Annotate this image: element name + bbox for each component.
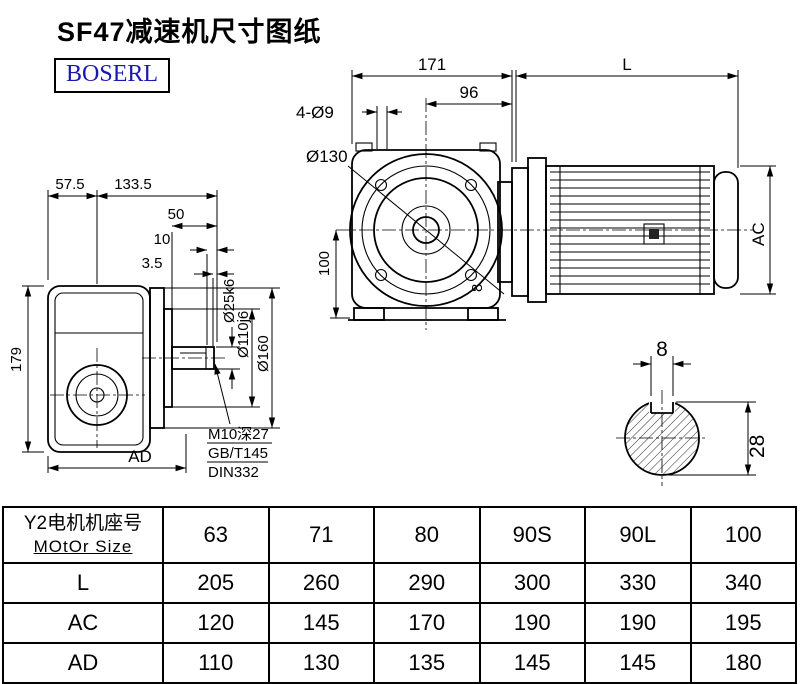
brand-logo: BOSERL [54,58,171,93]
row-label-cell: AD [2,642,164,684]
page-title: SF47减速机尺寸图纸 [57,17,322,47]
size-cell: 90S [478,506,586,564]
dim-8-label: 8 [469,284,486,292]
motor-size-label-cn: Y2电机机座号 [23,513,143,534]
value-cell: 135 [373,642,481,684]
flange-dia-label: Ø160 [255,335,272,372]
size-cell: 71 [267,506,375,564]
value-cell: 145 [267,602,375,644]
value-cell: 120 [162,602,270,644]
motor-size-label-en: MOtOr Size [33,537,133,556]
side-view-outline [47,285,228,453]
value-cell: 130 [267,642,375,684]
value-cell: 290 [373,562,481,604]
dimension-table: Y2电机机座号 MOtOr Size 63 71 80 90S 90L 100 … [2,506,797,684]
value-cell: 205 [162,562,270,604]
value-cell: 300 [478,562,586,604]
dim-179-label: 179 [8,347,25,372]
value-cell: 260 [267,562,375,604]
dim-100-label: 100 [316,251,333,276]
technical-drawing: 171 L 96 4-Ø9 Ø130 100 8 [8,55,776,486]
size-cell: 63 [162,506,270,564]
spigot-dia-label: Ø110j6 [235,311,252,358]
shaft-section-detail: 8 28 [616,338,769,486]
table-row-AD: AD 110 130 135 145 145 180 [2,642,797,684]
table-row-AC: AC 120 145 170 190 190 195 [2,602,797,644]
table-row-L: L 205 260 290 300 330 340 [2,562,797,604]
value-cell: 110 [162,642,270,684]
tap-note-label: M10深27 [208,426,269,443]
value-cell: 195 [689,602,797,644]
dim-L-label: L [622,55,631,74]
dim-28-label: 28 [746,435,769,458]
std-note2-label: DIN332 [208,464,259,481]
value-cell: 145 [584,642,692,684]
holes-label: 4-Ø9 [296,103,334,122]
motor-size-header-cell: Y2电机机座号 MOtOr Size [2,506,164,564]
side-view-dimensions: 57.5 133.5 50 10 3.5 179 AD [8,176,280,481]
value-cell: 340 [689,562,797,604]
dim-3-5-label: 3.5 [142,255,163,272]
dim-10-label: 10 [154,231,171,248]
table-header-row: Y2电机机座号 MOtOr Size 63 71 80 90S 90L 100 [2,506,797,564]
dim-133-5-label: 133.5 [114,176,152,193]
value-cell: 190 [584,602,692,644]
value-cell: 145 [478,642,586,684]
key-width-label: 8 [656,338,668,361]
size-cell: 80 [373,506,481,564]
value-cell: 180 [689,642,797,684]
dim-AD-label: AD [128,447,152,466]
dim-171-label: 171 [418,55,446,74]
front-view-dimensions: 171 L 96 4-Ø9 Ø130 100 8 [296,55,776,319]
dim-AC-label: AC [749,222,768,246]
value-cell: 330 [584,562,692,604]
shaft-dia-label: Ø25k6 [221,279,238,323]
value-cell: 190 [478,602,586,644]
dim-57-5-label: 57.5 [55,176,84,193]
value-cell: 170 [373,602,481,644]
size-cell: 90L [584,506,692,564]
size-cell: 100 [689,506,797,564]
row-label-cell: AC [2,602,164,644]
bolt-circle-label: Ø130 [306,147,348,166]
std-note1-label: GB/T145 [208,445,268,462]
dim-50-label: 50 [168,206,185,223]
motor-outline [497,157,739,303]
dim-96-label: 96 [460,83,479,102]
row-label-cell: L [2,562,164,604]
